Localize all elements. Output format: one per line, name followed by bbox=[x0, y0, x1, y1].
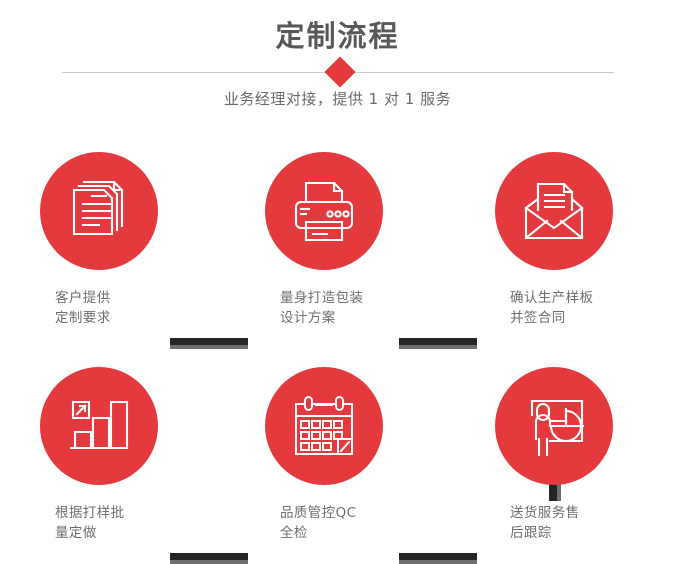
flow-step-2-caption: 量身打造包装 设计方案 bbox=[236, 288, 416, 328]
flow-step-3-caption: 确认生产样板 并签合同 bbox=[466, 288, 646, 328]
flow-step-5-caption: 品质管控QC 全检 bbox=[236, 503, 416, 543]
calendar-check-icon bbox=[291, 394, 357, 458]
flow-step-1[interactable]: 客户提供 定制要求 bbox=[11, 152, 191, 328]
caption-line-1: 客户提供 bbox=[55, 290, 111, 306]
printer-icon bbox=[290, 178, 358, 244]
caption-line-1: 量身打造包装 bbox=[280, 290, 364, 306]
caption-line-2: 后跟踪 bbox=[510, 525, 552, 541]
flow-step-6-circle bbox=[495, 367, 613, 485]
bar-chart-growth-icon bbox=[67, 396, 131, 456]
process-flow: 客户提供 定制要求 bbox=[0, 130, 675, 564]
envelope-document-icon bbox=[520, 180, 588, 242]
caption-line-1: 送货服务售 bbox=[510, 505, 580, 521]
title-divider bbox=[0, 56, 675, 90]
flow-step-3[interactable]: 确认生产样板 并签合同 bbox=[466, 152, 646, 328]
caption-line-2: 设计方案 bbox=[280, 310, 336, 326]
caption-line-2: 并签合同 bbox=[510, 310, 566, 326]
caption-line-1: 品质管控QC bbox=[280, 505, 357, 521]
flow-step-4-caption: 根据打样批 量定做 bbox=[11, 503, 191, 543]
flow-step-2[interactable]: 量身打造包装 设计方案 bbox=[236, 152, 416, 328]
caption-line-2: 定制要求 bbox=[55, 310, 111, 326]
flow-step-4-circle bbox=[40, 367, 158, 485]
caption-line-1: 确认生产样板 bbox=[510, 290, 594, 306]
connector-step1-step2 bbox=[170, 338, 248, 349]
flow-step-3-circle bbox=[495, 152, 613, 270]
page-subtitle: 业务经理对接，提供 1 对 1 服务 bbox=[223, 90, 452, 108]
caption-line-1: 根据打样批 bbox=[55, 505, 125, 521]
presenter-pie-chart-icon bbox=[520, 393, 588, 459]
connector-step4-step5 bbox=[170, 553, 248, 564]
flow-step-4[interactable]: 根据打样批 量定做 bbox=[11, 367, 191, 543]
page-header: 定制流程 业务经理对接，提供 1 对 1 服务 bbox=[0, 0, 675, 130]
flow-step-5[interactable]: 品质管控QC 全检 bbox=[236, 367, 416, 543]
flow-step-1-circle bbox=[40, 152, 158, 270]
flow-step-6-caption: 送货服务售 后跟踪 bbox=[466, 503, 646, 543]
flow-step-2-circle bbox=[265, 152, 383, 270]
flow-step-1-caption: 客户提供 定制要求 bbox=[11, 288, 191, 328]
caption-line-2: 量定做 bbox=[55, 525, 97, 541]
caption-line-2: 全检 bbox=[280, 525, 308, 541]
flow-step-6[interactable]: 送货服务售 后跟踪 bbox=[466, 367, 646, 543]
connector-step2-step3 bbox=[399, 338, 477, 349]
flow-step-5-circle bbox=[265, 367, 383, 485]
page-title: 定制流程 bbox=[275, 19, 400, 53]
connector-step5-step6 bbox=[399, 553, 477, 564]
diamond-icon bbox=[324, 56, 356, 88]
documents-stack-icon bbox=[66, 178, 132, 244]
